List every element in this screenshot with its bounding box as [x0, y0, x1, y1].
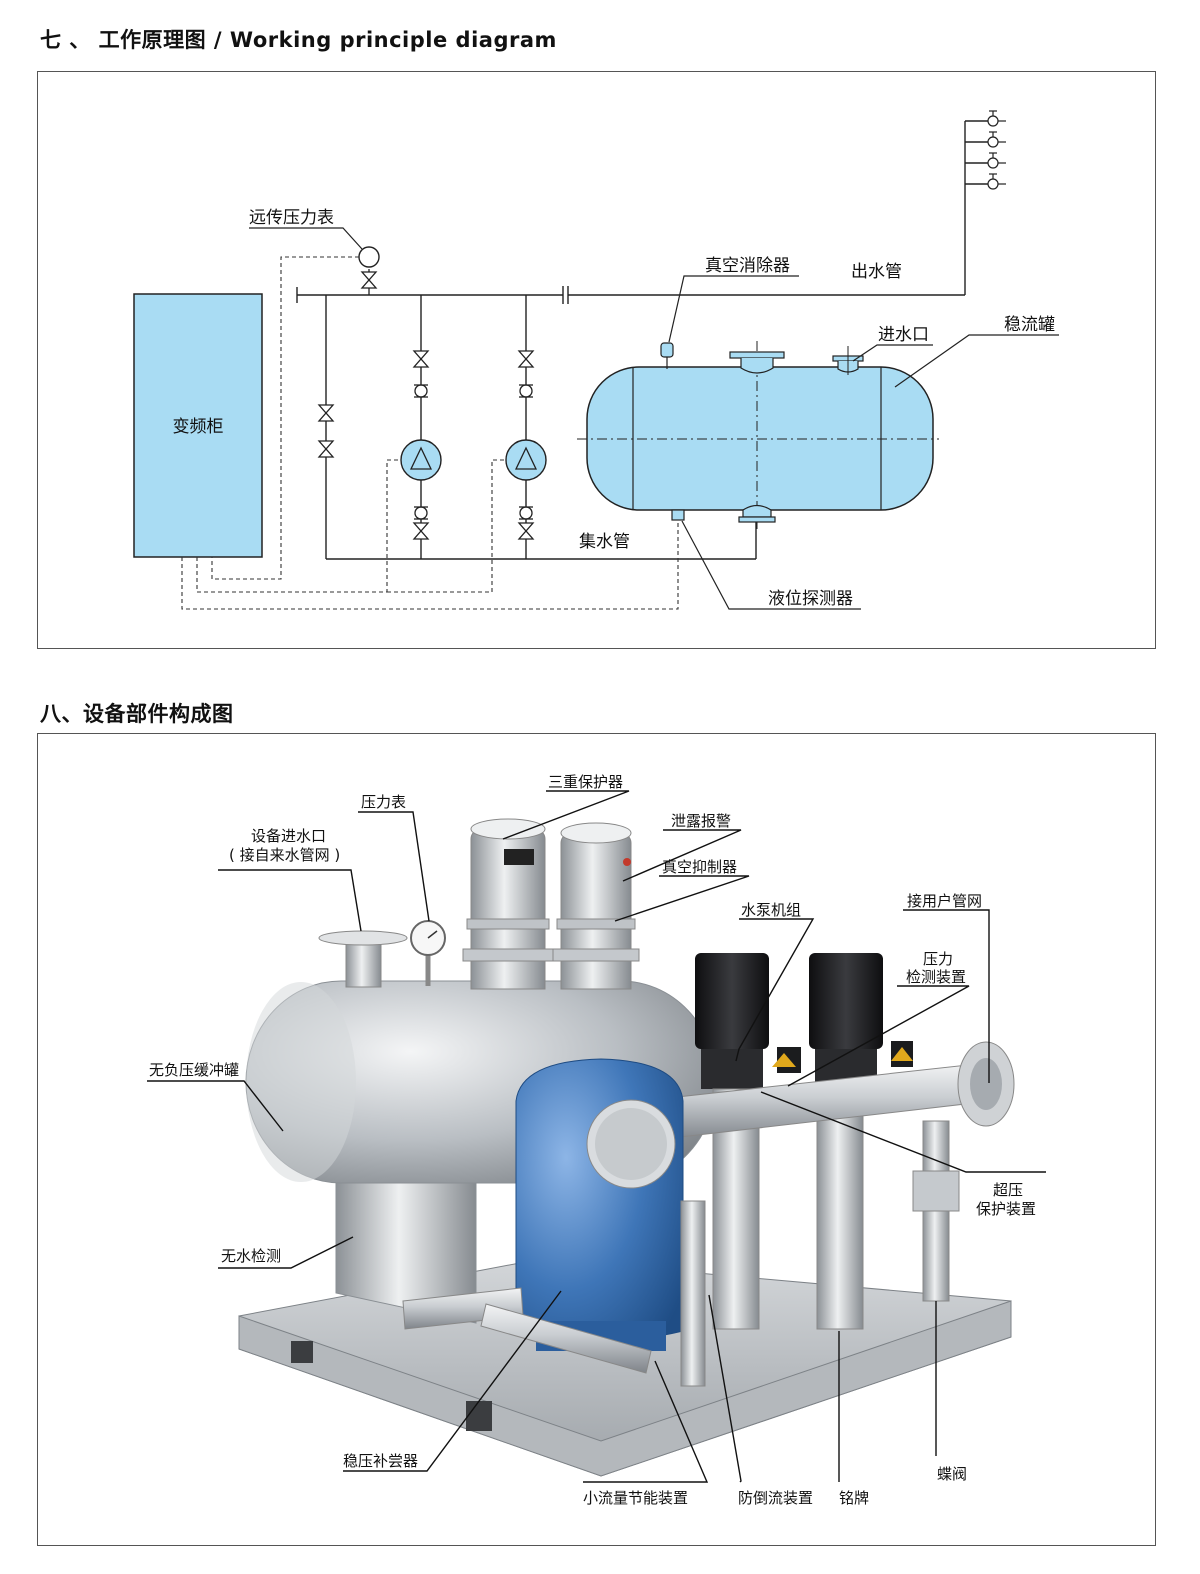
inlet-leader — [852, 344, 933, 362]
vacuum-eliminator-leader — [668, 275, 799, 343]
components-svg: 压力表 三重保护器 泄露报警 真空抑制器 设备进水口 ( 接自来水管网 ) 水泵… — [147, 773, 1046, 1507]
compensator-tank — [515, 1058, 684, 1351]
signal-wiring — [181, 256, 679, 610]
inlet-label: 进水口 — [878, 325, 929, 345]
equipment-components-diagram: 压力表 三重保护器 泄露报警 真空抑制器 设备进水口 ( 接自来水管网 ) 水泵… — [37, 733, 1156, 1546]
remote-gauge-label: 远传压力表 — [249, 208, 334, 228]
section7-title: 七 、 工作原理图 / Working principle diagram — [40, 28, 557, 52]
overpressure-label-2: 保护装置 — [976, 1200, 1036, 1218]
user-taps — [987, 110, 1006, 190]
buffer-tank-label: 无负压缓冲罐 — [149, 1061, 239, 1079]
protector-column-2 — [552, 822, 640, 990]
pump-branch-1 — [400, 295, 442, 559]
butterfly-valve-label: 蝶阀 — [937, 1465, 967, 1483]
tank-leader — [894, 334, 1059, 388]
user-network-label: 接用户管网 — [907, 892, 982, 910]
bypass-valve-1 — [318, 404, 334, 422]
section8-title: 八、设备部件构成图 — [40, 702, 234, 726]
outlet-pipe — [296, 120, 991, 304]
butterfly-valve-body — [912, 1170, 960, 1212]
working-principle-diagram: 变频柜 远传压力表 — [37, 71, 1156, 649]
pump-motor-1 — [695, 953, 801, 1089]
protector-column-1 — [462, 818, 554, 990]
connection-pipes — [402, 1200, 706, 1387]
pump-branch-2 — [505, 295, 547, 559]
backflow-label: 防倒流装置 — [738, 1489, 813, 1507]
collector-pipe — [326, 519, 757, 560]
outlet-pipe-label: 出水管 — [851, 262, 902, 282]
pump-unit-label: 水泵机组 — [741, 901, 801, 919]
compensator-flange — [586, 1099, 676, 1189]
stabilizing-tank — [577, 341, 939, 529]
frequency-cabinet — [133, 293, 263, 558]
overpressure-label-1: 超压 — [993, 1181, 1023, 1199]
principle-svg: 变频柜 远传压力表 — [133, 110, 1059, 610]
leader-lines — [147, 790, 1046, 1483]
level-detector-label: 液位探测器 — [768, 589, 853, 609]
pump-motor-2 — [809, 953, 913, 1089]
tank-label: 稳流罐 — [1004, 315, 1055, 335]
cabinet-label: 变频柜 — [173, 417, 224, 437]
level-detector-leader — [681, 520, 861, 610]
pressure-detector-label-2: 检测装置 — [906, 968, 966, 986]
equipment-inlet-label-2: ( 接自来水管网 ) — [229, 846, 340, 864]
collector-label: 集水管 — [579, 532, 630, 552]
equipment-inlet-label-1: 设备进水口 — [251, 827, 326, 845]
compensator-label: 稳压补尝器 — [343, 1452, 418, 1470]
low-flow-saver-label: 小流量节能装置 — [583, 1489, 688, 1507]
nameplate-label: 铭牌 — [839, 1489, 869, 1507]
triple-protector-label: 三重保护器 — [548, 773, 623, 791]
pressure-gauge-label: 压力表 — [361, 793, 406, 811]
vacuum-eliminator-label: 真空消除器 — [705, 256, 790, 276]
vacuum-suppressor-label: 真空抑制器 — [662, 858, 737, 876]
tank-inlet-flange — [318, 930, 408, 988]
remote-gauge-leader — [249, 227, 363, 250]
no-water-detect-label: 无水检测 — [221, 1247, 281, 1265]
outlet-header — [640, 1041, 1015, 1142]
pressure-gauge — [410, 920, 446, 986]
remote-pressure-gauge — [358, 246, 380, 295]
pressure-detector-label-1: 压力 — [923, 950, 953, 968]
leak-alarm-label: 泄露报警 — [671, 812, 731, 830]
pump-body-2 — [816, 1088, 864, 1330]
bypass-valve-2 — [318, 440, 334, 458]
